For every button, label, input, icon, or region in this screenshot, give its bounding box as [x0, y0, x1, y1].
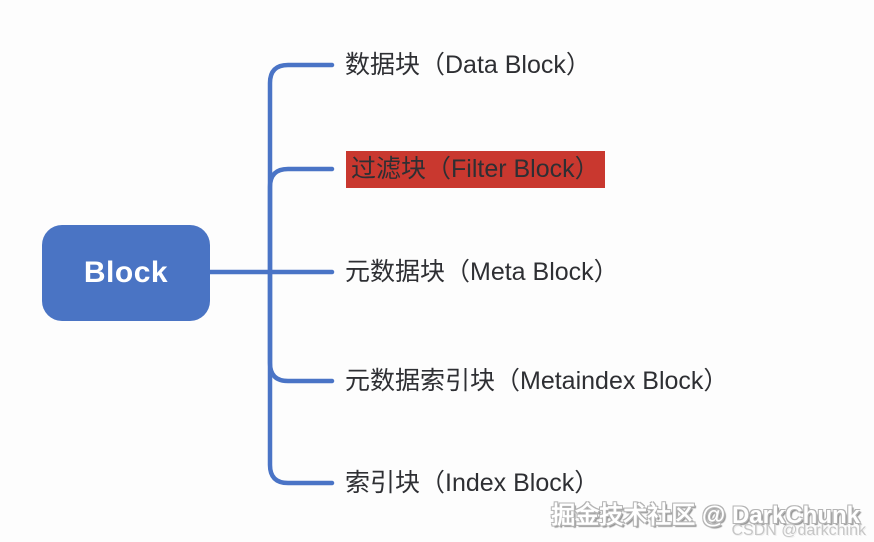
- branch-label-filter-block-highlighted: 过滤块（Filter Block）: [346, 151, 605, 188]
- edge-to-index-block: [267, 269, 335, 486]
- branch-label-meta-block: 元数据块（Meta Block）: [345, 258, 619, 286]
- root-node-block: Block: [42, 225, 210, 321]
- branch-label-data-block: 数据块（Data Block）: [345, 51, 591, 79]
- edge-to-data-block: [267, 62, 335, 275]
- branch-label-index-block: 索引块（Index Block）: [345, 469, 600, 497]
- edge-to-metaindex-block: [267, 269, 335, 384]
- edge-to-filter-block: [267, 166, 335, 275]
- watermark-csdn-darkchink: CSDN @darkchink: [731, 522, 867, 539]
- branch-label-metaindex-block: 元数据索引块（Metaindex Block）: [345, 367, 729, 395]
- watermark-juejin-darkchunk: 掘金技术社区 @ DarkChunk: [551, 502, 860, 529]
